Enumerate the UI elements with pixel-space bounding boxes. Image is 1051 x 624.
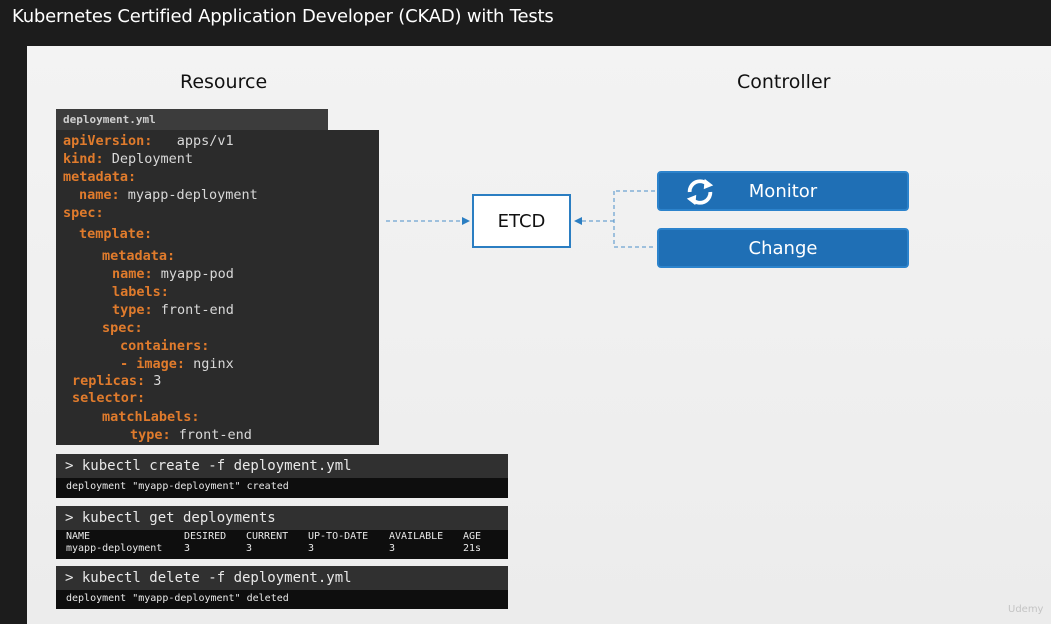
- terminal-create: > kubectl create -f deployment.yml deplo…: [56, 454, 508, 498]
- change-label: Change: [748, 237, 818, 259]
- left-border: [0, 46, 27, 624]
- table-cell: 21s: [463, 542, 482, 554]
- table-cell: 3: [389, 542, 396, 554]
- code-line: type: front-end: [112, 302, 234, 318]
- terminal-output: deployment "myapp-deployment" deleted: [66, 593, 289, 604]
- controller-heading: Controller: [737, 71, 831, 93]
- resource-heading: Resource: [180, 71, 268, 93]
- code-line: name: myapp-deployment: [79, 187, 258, 203]
- code-line: kind: Deployment: [63, 151, 194, 167]
- deployments-table: NAME DESIRED CURRENT UP-TO-DATE AVAILABL…: [66, 531, 503, 554]
- arrowhead: [462, 217, 470, 225]
- table-header: AGE: [463, 531, 482, 542]
- terminal-get: > kubectl get deployments NAME DESIRED C…: [56, 506, 508, 559]
- terminal-output: deployment "myapp-deployment" created: [66, 481, 289, 492]
- table-header: NAME: [66, 531, 91, 542]
- code-line: selector:: [72, 390, 146, 406]
- udemy-watermark: Udemy: [1008, 604, 1044, 615]
- table-header-row: NAME DESIRED CURRENT UP-TO-DATE AVAILABL…: [66, 531, 503, 543]
- terminal-delete: > kubectl delete -f deployment.yml deplo…: [56, 566, 508, 609]
- table-header: DESIRED: [184, 531, 227, 542]
- code-line: - image: nginx: [120, 356, 234, 372]
- code-line: type: front-end: [130, 427, 252, 443]
- arrowhead: [574, 217, 582, 225]
- terminal-command: > kubectl create -f deployment.yml: [56, 454, 508, 478]
- code-line: metadata:: [63, 169, 137, 185]
- table-cell: 3: [246, 542, 253, 554]
- code-line: spec:: [102, 320, 143, 336]
- table-header: AVAILABLE: [389, 531, 444, 542]
- code-line: metadata:: [102, 248, 176, 264]
- code-line: labels:: [112, 284, 169, 300]
- terminal-command: > kubectl delete -f deployment.yml: [56, 566, 508, 590]
- window-title: Kubernetes Certified Application Develop…: [0, 0, 1051, 46]
- terminal-command: > kubectl get deployments: [56, 506, 508, 530]
- code-line: spec:: [63, 205, 104, 221]
- code-line: name: myapp-pod: [112, 266, 234, 282]
- table-cell: myapp-deployment: [66, 542, 163, 554]
- change-box: Change: [657, 228, 909, 268]
- table-row: myapp-deployment 3 3 3 3 21s: [66, 543, 503, 555]
- table-cell: 3: [308, 542, 315, 554]
- sync-icon: [686, 178, 714, 206]
- etcd-box: ETCD: [472, 194, 571, 248]
- code-block: apiVersion: apps/v1 kind: Deployment met…: [56, 130, 379, 445]
- code-line: replicas: 3: [72, 373, 162, 389]
- table-header: CURRENT: [246, 531, 289, 542]
- table-header: UP-TO-DATE: [308, 531, 369, 542]
- code-line: apiVersion: apps/v1: [63, 133, 234, 149]
- file-tab: deployment.yml: [56, 109, 328, 130]
- monitor-label: Monitor: [748, 180, 818, 202]
- code-line: template:: [79, 226, 153, 242]
- code-line: containers:: [120, 338, 210, 354]
- table-cell: 3: [184, 542, 191, 554]
- code-line: matchLabels:: [102, 409, 200, 425]
- monitor-box: Monitor: [657, 171, 909, 211]
